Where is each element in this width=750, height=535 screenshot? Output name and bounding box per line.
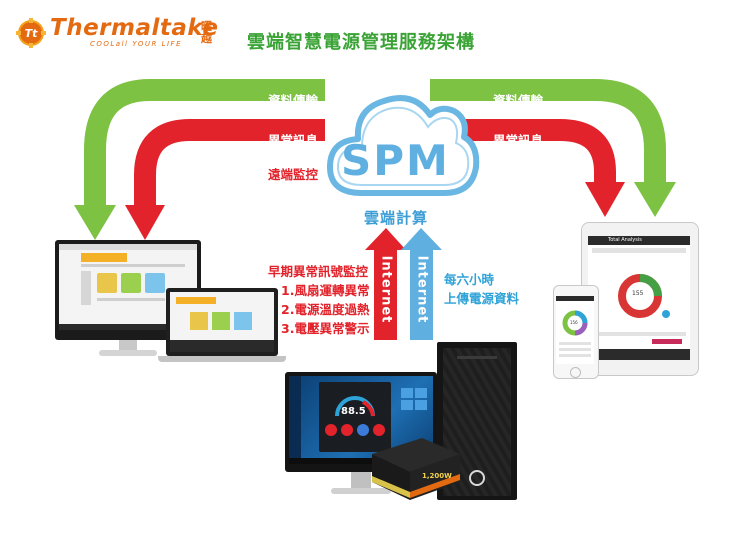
right-red-arrow [430, 119, 616, 185]
left-red-arrow [134, 119, 325, 210]
spm-label: SPM [341, 136, 450, 185]
brand-tagline: COOLall YOUR LIFE [90, 40, 182, 48]
right-alert-label: 異常訊息 [493, 133, 544, 148]
right-red-arrowhead [585, 182, 625, 217]
upload-interval-label: 每六小時 [444, 272, 495, 287]
tablet-reading: 155 [632, 290, 644, 297]
internet-up-arrowhead [365, 228, 406, 250]
phone-reading: 156 [570, 320, 578, 325]
phone-screen: 156 [556, 296, 594, 364]
internet-down-arrow [410, 248, 433, 340]
tablet-title: Total Analysis [608, 237, 642, 243]
tablet-screen: Total Analysis 155 [588, 236, 690, 360]
brand-name: Thermaltake [50, 15, 219, 41]
alert-heading: 早期異常訊號監控 [268, 264, 369, 279]
alert-item-fan: 1.風扇運轉異常 [281, 283, 370, 298]
left-green-arrowhead [74, 205, 116, 240]
laptop [158, 288, 286, 364]
laptop-screen [170, 292, 274, 352]
cloud-caption: 雲端計算 [364, 209, 429, 227]
internet-up-label: Internet [378, 255, 394, 324]
brand-logo: Tt Thermaltake COOLall YOUR LIFE 曜越 [16, 15, 219, 48]
internet-down-label: Internet [414, 255, 430, 324]
left-alert-label: 異常訊息 [268, 133, 319, 148]
remote-monitor-label: 遠端監控 [268, 167, 319, 182]
internet-down-arrowhead [401, 228, 442, 250]
right-data-transfer-label: 資料傳輸 [493, 93, 544, 108]
cloud-icon [327, 95, 480, 196]
tower-logo-icon [469, 470, 485, 486]
left-green-arrow [84, 79, 325, 210]
phone: 156 [553, 285, 599, 379]
right-green-arrowhead [634, 182, 676, 217]
alert-item-temp: 2.電源溫度過熱 [281, 302, 370, 317]
alert-item-voltage: 3.電壓異常警示 [281, 321, 370, 336]
upload-data-label: 上傳電源資料 [444, 291, 520, 306]
page-title: 雲端智慧電源管理服務架構 [247, 32, 475, 53]
pc-monitor-reading: 88.5 [341, 406, 366, 417]
thermaltake-logo-icon: Tt [16, 18, 46, 48]
psu-wattage: 1,200W [422, 472, 452, 480]
right-green-arrow [430, 79, 666, 185]
phone-donut-chart [562, 310, 588, 336]
pc-gauge [335, 396, 375, 417]
left-data-transfer-label: 資料傳輸 [268, 93, 319, 108]
brand-chinese-name: 曜越 [201, 20, 212, 45]
left-red-arrowhead [125, 205, 165, 240]
tablet-donut-chart [618, 274, 662, 318]
psu: 1,200W [370, 432, 462, 502]
internet-up-arrow [374, 248, 397, 340]
svg-text:Tt: Tt [25, 27, 39, 40]
